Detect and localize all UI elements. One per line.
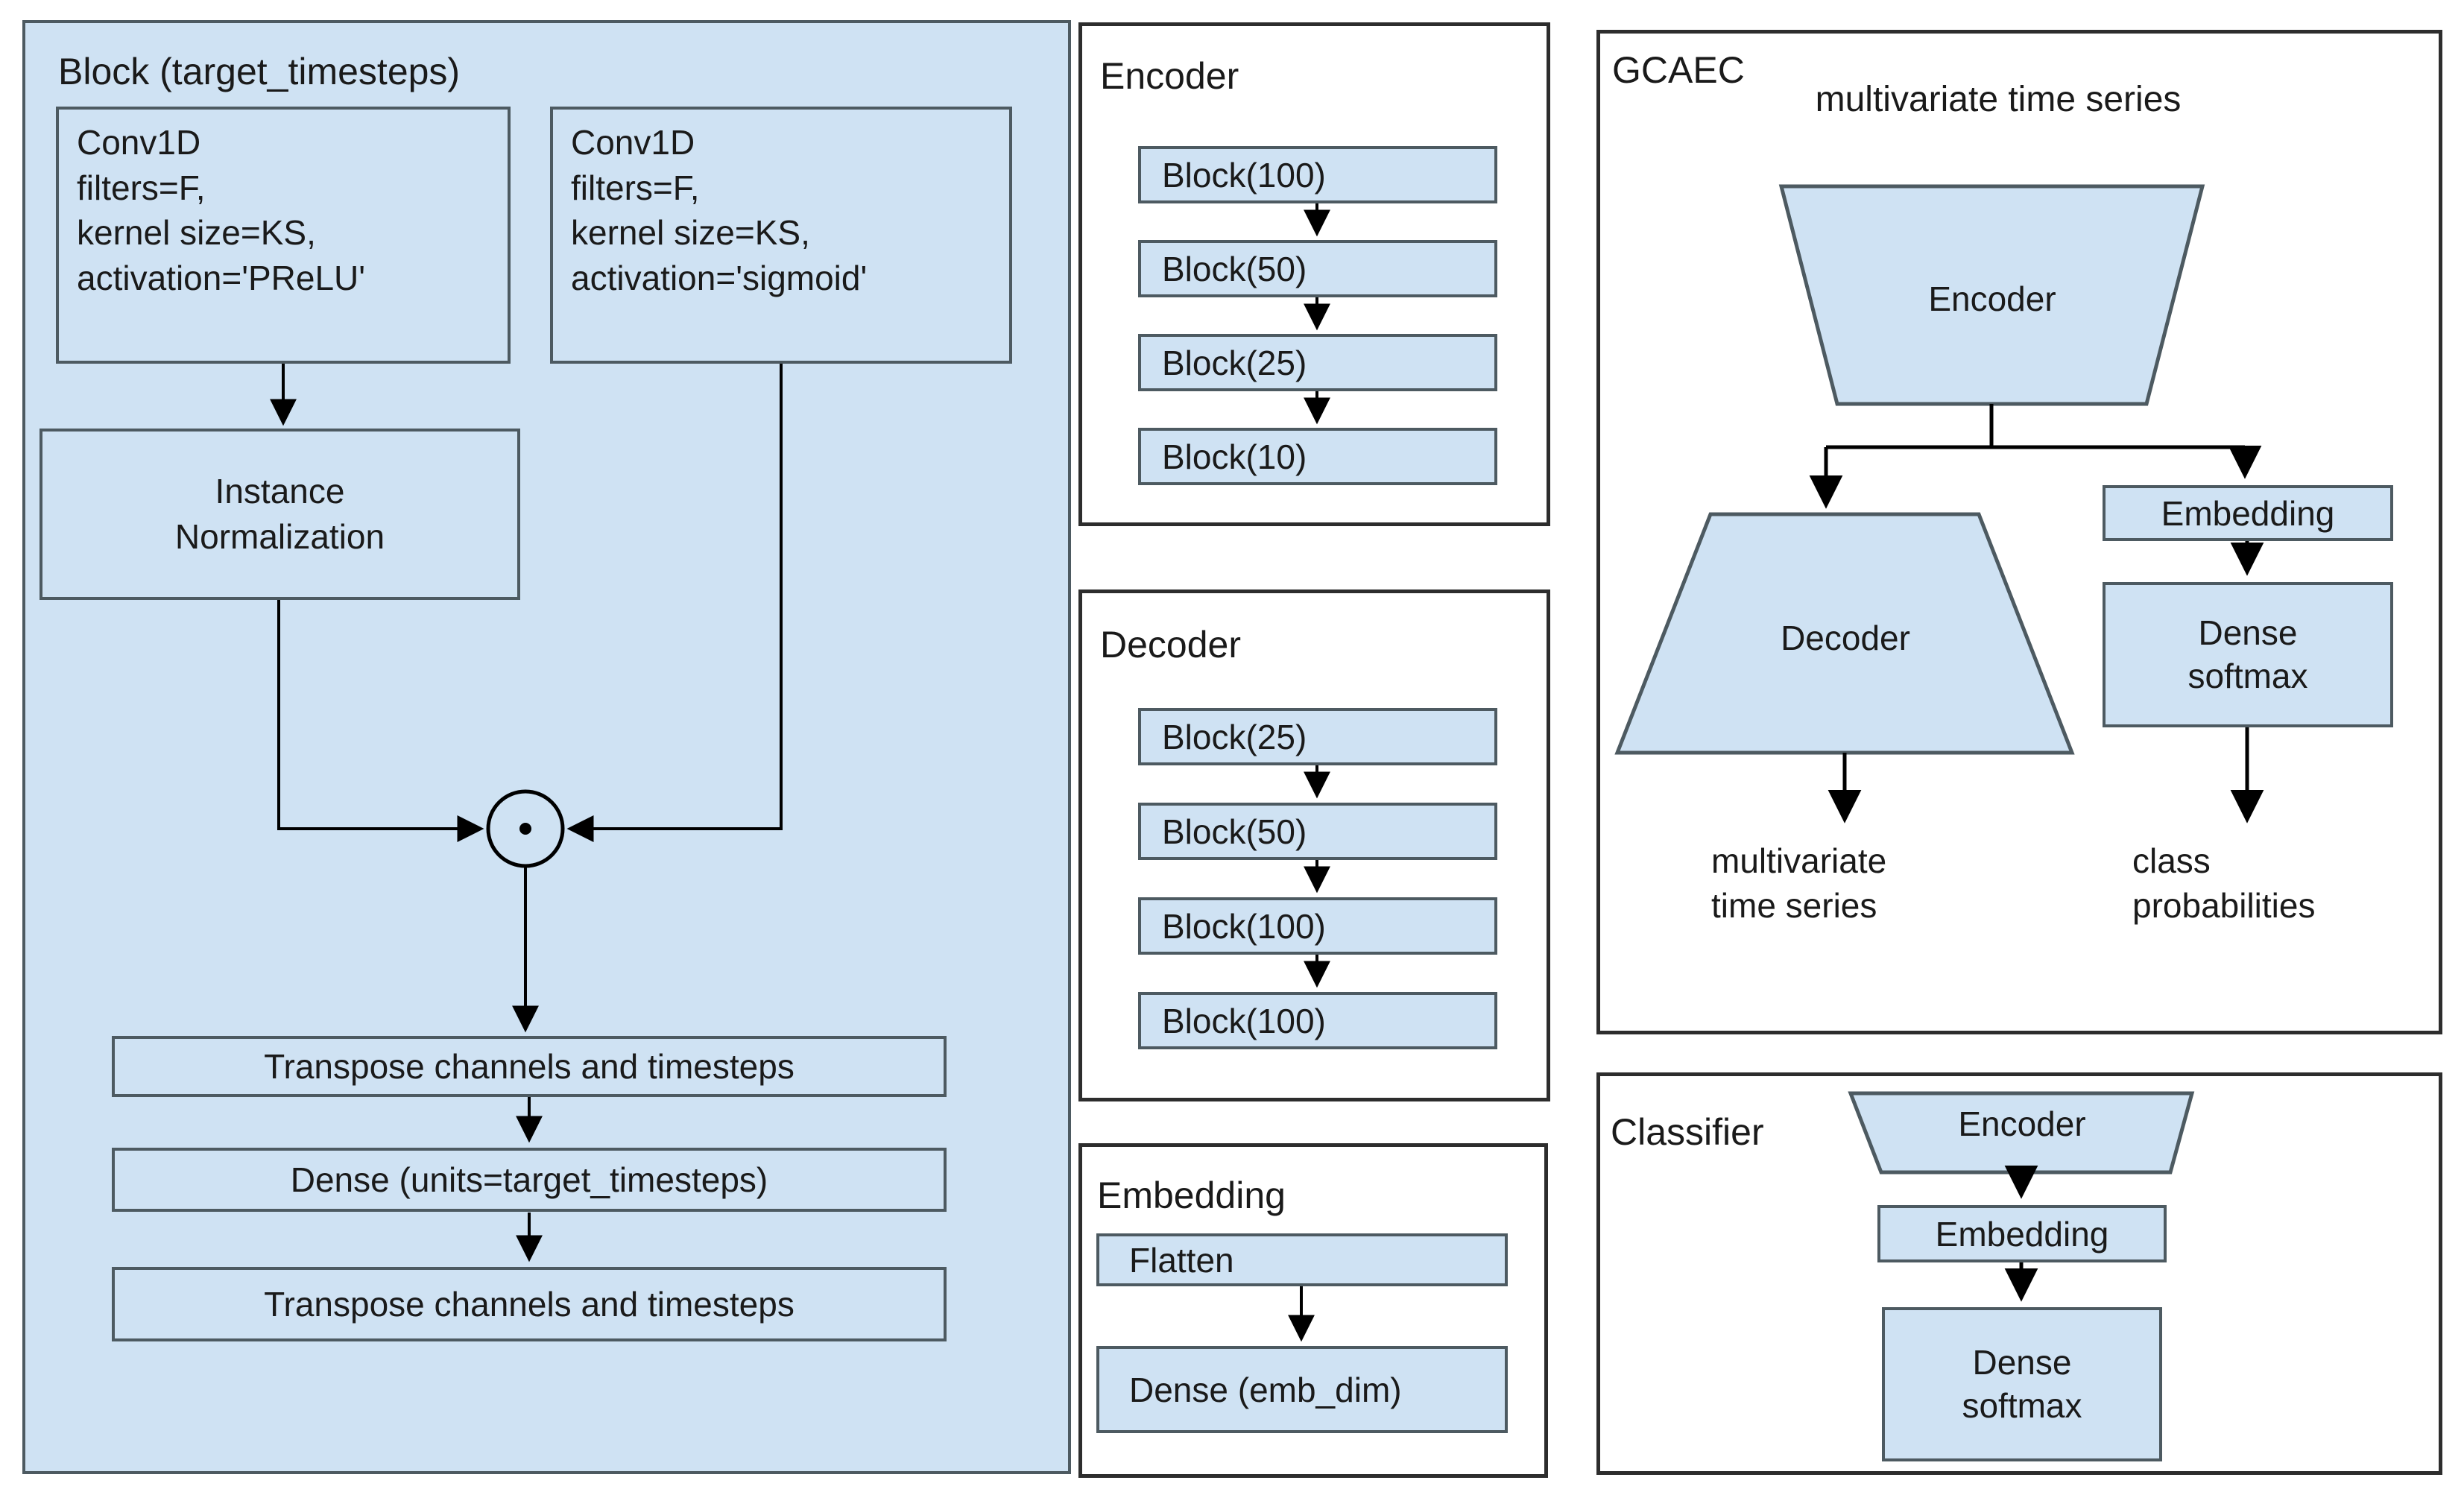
gcaec-input-label: multivariate time series <box>1815 80 2182 119</box>
decoder-block-100a: Block(100) <box>1138 897 1497 955</box>
decoder-block-50: Block(50) <box>1138 803 1497 860</box>
encoder-panel-title: Encoder <box>1100 55 1239 97</box>
classifier-encoder-label: Encoder <box>1958 1104 2086 1143</box>
classifier-panel-title: Classifier <box>1611 1111 1764 1153</box>
gcaec-output-reconstruction-label: multivariate time series <box>1711 841 1887 925</box>
gcaec-dense-softmax-box: Dense softmax <box>2103 582 2393 727</box>
encoder-block-25: Block(25) <box>1138 334 1497 391</box>
gcaec-embedding-box: Embedding <box>2103 485 2393 541</box>
encoder-block-50: Block(50) <box>1138 240 1497 297</box>
conv1d-sigmoid-box: Conv1D filters=F, kernel size=KS, activa… <box>550 107 1012 364</box>
gcaec-decoder-label: Decoder <box>1781 619 1910 657</box>
block-panel-title: Block (target_timesteps) <box>58 51 461 92</box>
gcaec-panel-title: GCAEC <box>1612 49 1745 91</box>
decoder-block-25: Block(25) <box>1138 708 1497 765</box>
conv1d-prelu-box: Conv1D filters=F, kernel size=KS, activa… <box>56 107 511 364</box>
decoder-block-100b: Block(100) <box>1138 992 1497 1049</box>
classifier-dense-softmax-box: Dense softmax <box>1882 1307 2162 1461</box>
gcaec-output-classes-label: class probabilities <box>2132 841 2316 925</box>
embedding-panel-title: Embedding <box>1097 1175 1286 1216</box>
gcaec-encoder-label: Encoder <box>1928 279 2056 318</box>
encoder-panel: Encoder Block(100) Block(50) Block(25) B… <box>1078 22 1550 526</box>
classifier-embedding-box: Embedding <box>1877 1205 2167 1262</box>
transpose-box-1: Transpose channels and timesteps <box>112 1036 947 1097</box>
embedding-panel: Embedding Flatten Dense (emb_dim) <box>1078 1143 1548 1478</box>
flatten-box: Flatten <box>1096 1233 1508 1286</box>
gcaec-panel: GCAEC multivariate time series Encoder D… <box>1596 30 2442 1034</box>
decoder-panel: Decoder Block(25) Block(50) Block(100) B… <box>1078 589 1550 1101</box>
classifier-panel: Classifier Encoder Embedding Dense softm… <box>1596 1072 2442 1475</box>
transpose-box-2: Transpose channels and timesteps <box>112 1267 947 1341</box>
instance-normalization-box: Instance Normalization <box>40 429 520 600</box>
decoder-panel-title: Decoder <box>1100 624 1241 666</box>
dense-emb-dim-box: Dense (emb_dim) <box>1096 1346 1508 1433</box>
block-panel: Block (target_timesteps) Conv1D filters=… <box>22 20 1071 1474</box>
encoder-block-10: Block(10) <box>1138 428 1497 485</box>
dense-target-timesteps-box: Dense (units=target_timesteps) <box>112 1148 947 1212</box>
encoder-block-100: Block(100) <box>1138 146 1497 203</box>
